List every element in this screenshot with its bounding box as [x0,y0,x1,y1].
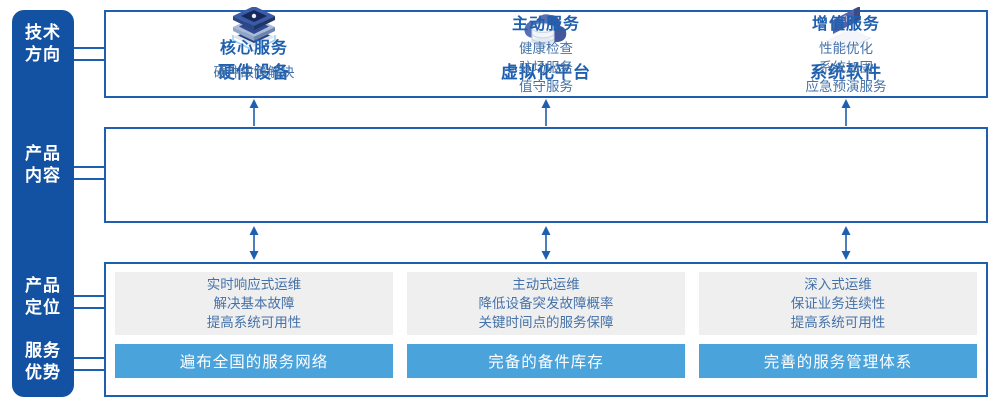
content-item: 值守服务 [519,79,573,94]
content-item: 驻场服务 [519,60,573,75]
tech-title-hardware: 硬件设备 [218,63,290,82]
connector-line-advantage-bottom [74,369,108,371]
rail-label-product-content: 产品 内容 [12,143,74,187]
rail-label-line: 定位 [25,298,61,317]
rail-label-line: 优势 [25,363,61,382]
rail-label-product-position: 产品 定位 [12,275,74,319]
position-line: 降低设备突发故障概率 [478,296,614,311]
position-line: 深入式运维 [804,277,872,292]
rail-label-service-advantage: 服务 优势 [12,340,74,384]
content-title-proactive-service: 主动服务 [511,16,580,33]
server-stack-icon [124,6,384,56]
tech-column-hardware[interactable]: 硬件设备 [124,6,384,83]
bottom-column-realtime[interactable]: 实时响应式运维 解决基本故障 提高系统可用性 遍布全国的服务网络 [115,272,393,378]
content-title-core-service: 核心服务 [219,40,288,57]
connector-line-content-top [74,166,108,168]
bottom-column-proactive[interactable]: 主动式运维 降低设备突发故障概率 关键时间点的服务保障 完备的备件库存 [407,272,685,378]
rail-label-line: 服务 [25,341,61,360]
content-item: 性能优化 [819,41,873,56]
position-card-realtime: 实时响应式运维 解决基本故障 提高系统可用性 [115,272,393,335]
rail-label-tech-direction: 技术 方向 [12,22,74,66]
arrow-bidirectional-deep [841,226,851,260]
tech-column-system-software[interactable]: </> 系统软件 [716,6,976,83]
rail-label-line: 产品 [25,276,61,295]
content-title-value-added-service: 增值服务 [811,16,880,33]
connector-line-tech-top [74,47,108,49]
content-item: 应急预演服务 [805,79,887,94]
position-line: 关键时间点的服务保障 [478,315,614,330]
arrow-up-system-software [841,99,851,126]
content-item: 硬件故障解决 [213,65,295,80]
product-content-section [104,127,988,223]
position-line: 解决基本故障 [213,296,295,311]
advantage-banner-service-network[interactable]: 遍布全国的服务网络 [115,344,393,378]
position-card-deep: 深入式运维 保证业务连续性 提高系统可用性 [699,272,977,335]
rail-label-line: 内容 [25,166,61,185]
connector-line-content-bottom [74,178,108,180]
arrow-up-hardware [249,99,259,126]
bottom-column-deep[interactable]: 深入式运维 保证业务连续性 提高系统可用性 完善的服务管理体系 [699,272,977,378]
connector-line-advantage-top [74,357,108,359]
position-line: 实时响应式运维 [206,277,302,292]
advantage-banner-management-system[interactable]: 完善的服务管理体系 [699,344,977,378]
tech-title-virtualization: 虚拟化平台 [501,63,591,82]
content-column-proactive-service[interactable]: 主动服务 健康检查 驻场服务 值守服务 [406,10,686,96]
connector-line-position-top [74,295,108,297]
position-line: 主动式运维 [512,277,580,292]
advantage-banner-spare-parts[interactable]: 完备的备件库存 [407,344,685,378]
rail-label-line: 方向 [25,45,61,64]
tech-column-virtualization[interactable]: 虚拟化平台 [416,6,676,83]
position-line: 提高系统可用性 [790,315,886,330]
content-column-core-service[interactable]: 核心服务 硬件故障解决 [114,10,394,82]
content-column-value-added-service[interactable]: 增值服务 性能优化 系统加固 应急预演服务 [706,10,986,96]
position-line: 保证业务连续性 [790,296,886,311]
content-item: 健康检查 [519,41,573,56]
position-line: 提高系统可用性 [206,315,302,330]
arrow-bidirectional-realtime [249,226,259,260]
tech-title-system-software: 系统软件 [810,63,882,82]
laptop-code-icon: </> [716,6,976,56]
arrow-up-virtualization [541,99,551,126]
left-rail [12,10,74,397]
rail-label-line: 技术 [25,23,61,42]
position-card-proactive: 主动式运维 降低设备突发故障概率 关键时间点的服务保障 [407,272,685,335]
cloud-database-icon [416,6,676,56]
content-item: 系统加固 [819,60,873,75]
arrow-bidirectional-proactive [541,226,551,260]
connector-line-position-bottom [74,307,108,309]
connector-line-tech-bottom [74,59,108,61]
rail-label-line: 产品 [25,144,61,163]
